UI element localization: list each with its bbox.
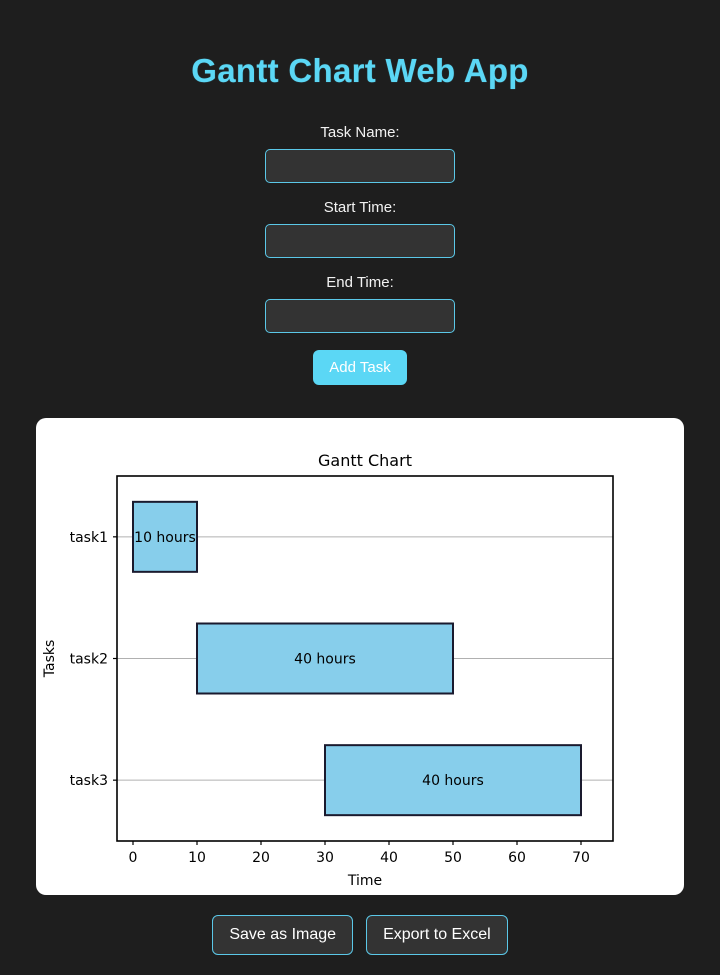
y-tick-label: task2 <box>70 652 108 668</box>
footer-actions: Save as Image Export to Excel <box>0 915 720 955</box>
add-task-button[interactable]: Add Task <box>313 350 407 385</box>
task-name-label: Task Name: <box>320 124 400 141</box>
gantt-chart-svg[interactable]: Gantt Chart 10 hours 40 hours 40 hours task1… <box>36 418 684 895</box>
x-tick-label: 60 <box>508 850 526 866</box>
gantt-bar-label: 10 hours <box>134 530 196 546</box>
chart-title: Gantt Chart <box>318 451 412 470</box>
x-tick-label: 50 <box>444 850 462 866</box>
gantt-chart-card: Gantt Chart 10 hours 40 hours 40 hours task1… <box>36 418 684 895</box>
gantt-bar[interactable] <box>196 622 454 695</box>
export-to-excel-button[interactable]: Export to Excel <box>366 915 508 955</box>
x-tick-label: 70 <box>572 850 590 866</box>
x-tick-label: 20 <box>252 850 270 866</box>
gantt-bar-label: 40 hours <box>294 652 356 668</box>
y-axis-label: Tasks <box>42 640 58 679</box>
gantt-bar-label: 40 hours <box>422 773 484 789</box>
x-tick-label: 10 <box>188 850 206 866</box>
x-tick-label: 0 <box>129 850 138 866</box>
x-tick-label: 30 <box>316 850 334 866</box>
gantt-bar[interactable] <box>324 744 582 817</box>
save-as-image-button[interactable]: Save as Image <box>212 915 354 955</box>
end-time-input[interactable] <box>265 299 455 333</box>
x-tick-label: 40 <box>380 850 398 866</box>
task-form: Task Name: Start Time: End Time: Add Tas… <box>0 124 720 385</box>
y-tick-label: task1 <box>70 530 108 546</box>
gantt-bar[interactable] <box>132 500 198 573</box>
x-axis-label: Time <box>347 873 382 889</box>
task-name-input[interactable] <box>265 149 455 183</box>
start-time-label: Start Time: <box>323 199 397 216</box>
end-time-label: End Time: <box>326 274 394 291</box>
start-time-input[interactable] <box>265 224 455 258</box>
page-title: Gantt Chart Web App <box>191 52 529 89</box>
y-tick-label: task3 <box>70 773 108 789</box>
